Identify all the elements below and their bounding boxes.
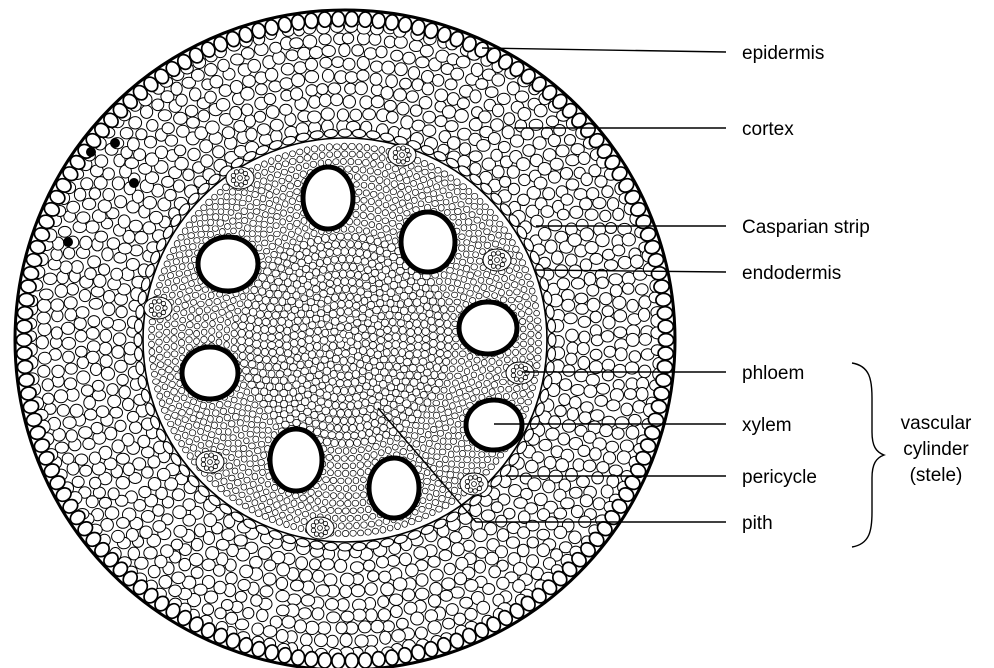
- label-cortex: cortex: [742, 119, 794, 140]
- labels: epidermis cortex Casparian strip endoder…: [742, 43, 870, 534]
- curly-brace: [852, 363, 884, 547]
- label-pith: pith: [742, 513, 773, 534]
- leader-epidermis: [482, 48, 726, 52]
- label-phloem: phloem: [742, 363, 804, 384]
- label-casparian-strip: Casparian strip: [742, 217, 870, 238]
- label-endodermis: endodermis: [742, 263, 841, 284]
- vascular-cylinder-label: vascular cylinder (stele): [901, 413, 972, 486]
- label-xylem: xylem: [742, 415, 792, 436]
- group-label-line1: vascular: [901, 413, 972, 434]
- label-pericycle: pericycle: [742, 467, 817, 488]
- group-label-line2: cylinder: [903, 439, 969, 460]
- group-label-line3: (stele): [910, 465, 963, 486]
- label-epidermis: epidermis: [742, 43, 824, 64]
